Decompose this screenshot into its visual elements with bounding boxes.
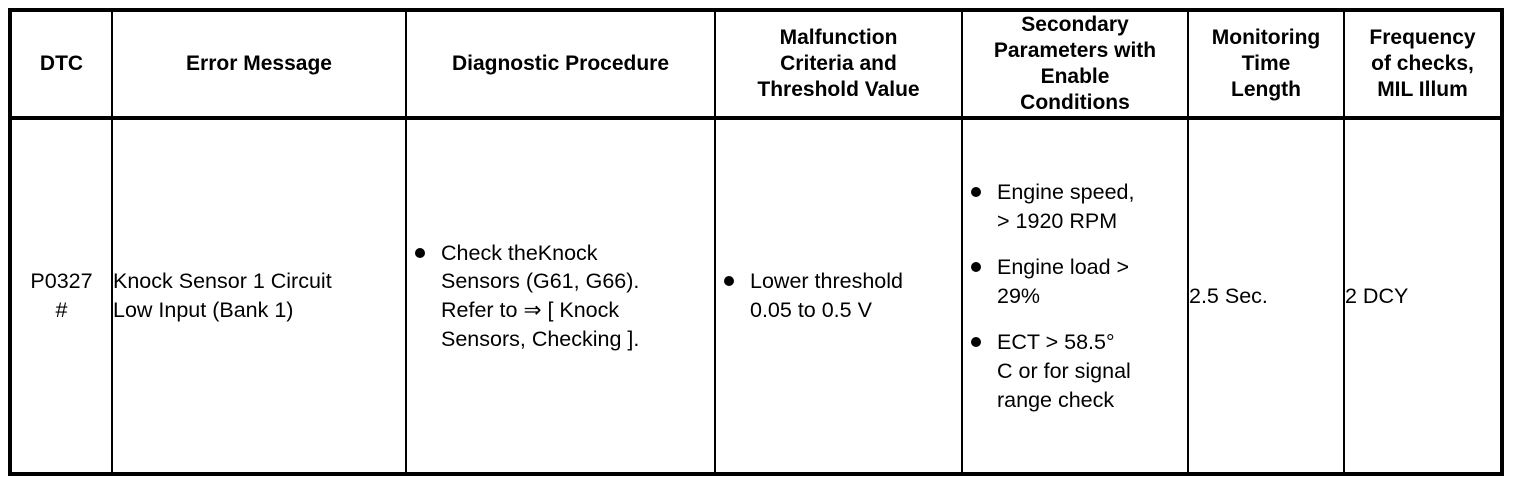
column-header-error-message: Error Message	[111, 10, 407, 121]
dtc-marker: #	[55, 298, 68, 323]
header-line: Monitoring	[1211, 26, 1321, 50]
list-item-line: Engine load >	[997, 255, 1130, 280]
cell-diagnostic-procedure: Check theKnock Sensors (G61, G66). Refer…	[405, 118, 716, 474]
header-line: MIL Illum	[1377, 78, 1468, 102]
header-line: Conditions	[1020, 91, 1130, 115]
list-item-line: Engine speed,	[997, 179, 1135, 204]
header-line: Malfunction	[779, 26, 898, 50]
header-line: Secondary	[1021, 13, 1129, 36]
column-header-secondary-parameters: Secondary Parameters with Enable Conditi…	[961, 10, 1189, 121]
error-message-line: Knock Sensor 1 Circuit	[113, 269, 332, 294]
column-header-dtc: DTC	[10, 10, 113, 121]
list-item-line: C or for signal	[997, 358, 1131, 383]
bullet-icon	[971, 262, 981, 273]
malfunction-criteria-list: Lower threshold 0.05 to 0.5 V	[716, 267, 961, 324]
error-message-line: Low Input (Bank 1)	[113, 298, 294, 323]
list-item-line: Lower threshold	[750, 269, 903, 294]
header-line: Parameters with	[993, 39, 1157, 63]
list-item-line: 0.05 to 0.5 V	[750, 298, 872, 323]
list-item: Check theKnock Sensors (G61, G66). Refer…	[407, 239, 714, 353]
header-line: Frequency	[1369, 26, 1476, 50]
column-header-malfunction-criteria: Malfunction Criteria and Threshold Value	[714, 10, 963, 121]
list-item: ECT > 58.5° C or for signal range check	[963, 328, 1187, 414]
cell-monitoring-time: 2.5 Sec.	[1187, 118, 1345, 474]
header-row: DTC Error Message Diagnostic Procedure M…	[10, 10, 1502, 121]
list-item-line: range check	[997, 387, 1115, 412]
cell-dtc: P0327 #	[10, 118, 113, 474]
header-line: Criteria and	[780, 52, 897, 76]
column-header-monitoring-time: Monitoring Time Length	[1187, 10, 1345, 121]
list-item-line: Sensors, Checking ].	[441, 326, 640, 351]
cell-frequency: 2 DCY	[1343, 118, 1502, 474]
table-header: DTC Error Message Diagnostic Procedure M…	[10, 10, 1502, 121]
list-item: Lower threshold 0.05 to 0.5 V	[716, 267, 961, 324]
list-item-line: ECT > 58.5°	[997, 330, 1115, 355]
dtc-diagnostic-table: DTC Error Message Diagnostic Procedure M…	[8, 8, 1504, 476]
bullet-icon	[971, 186, 981, 197]
cell-secondary-parameters: Engine speed, > 1920 RPM Engine load > 2…	[961, 118, 1189, 474]
header-line: Enable	[1040, 65, 1110, 89]
dtc-code: P0327	[30, 269, 93, 294]
list-item-line: Sensors (G61, G66).	[441, 269, 640, 294]
list-item-line: Refer to ⇒ [ Knock	[441, 298, 620, 323]
column-header-diagnostic-procedure: Diagnostic Procedure	[405, 10, 716, 121]
cell-error-message: Knock Sensor 1 Circuit Low Input (Bank 1…	[111, 118, 407, 474]
header-line: Diagnostic Procedure	[451, 52, 670, 76]
bullet-icon	[971, 337, 981, 348]
table-body: P0327 # Knock Sensor 1 Circuit Low Input…	[10, 118, 1502, 474]
list-item-line: 29%	[997, 283, 1041, 308]
bullet-icon	[415, 247, 425, 258]
list-item-line: > 1920 RPM	[997, 208, 1118, 233]
list-item-line: Check theKnock	[441, 240, 598, 265]
secondary-parameters-list: Engine speed, > 1920 RPM Engine load > 2…	[963, 178, 1187, 414]
list-item: Engine speed, > 1920 RPM	[963, 178, 1187, 235]
column-header-frequency: Frequency of checks, MIL Illum	[1343, 10, 1502, 121]
header-line: of checks,	[1371, 52, 1474, 76]
header-line: Error Message	[186, 52, 332, 76]
cell-malfunction-criteria: Lower threshold 0.05 to 0.5 V	[714, 118, 963, 474]
list-item: Engine load > 29%	[963, 253, 1187, 310]
header-line: DTC	[39, 52, 84, 76]
table-row: P0327 # Knock Sensor 1 Circuit Low Input…	[10, 118, 1502, 474]
header-line: Threshold Value	[757, 78, 920, 102]
diagnostic-procedure-list: Check theKnock Sensors (G61, G66). Refer…	[407, 239, 714, 353]
header-line: Length	[1231, 78, 1301, 102]
bullet-icon	[724, 276, 734, 287]
header-line: Time	[1241, 52, 1291, 76]
